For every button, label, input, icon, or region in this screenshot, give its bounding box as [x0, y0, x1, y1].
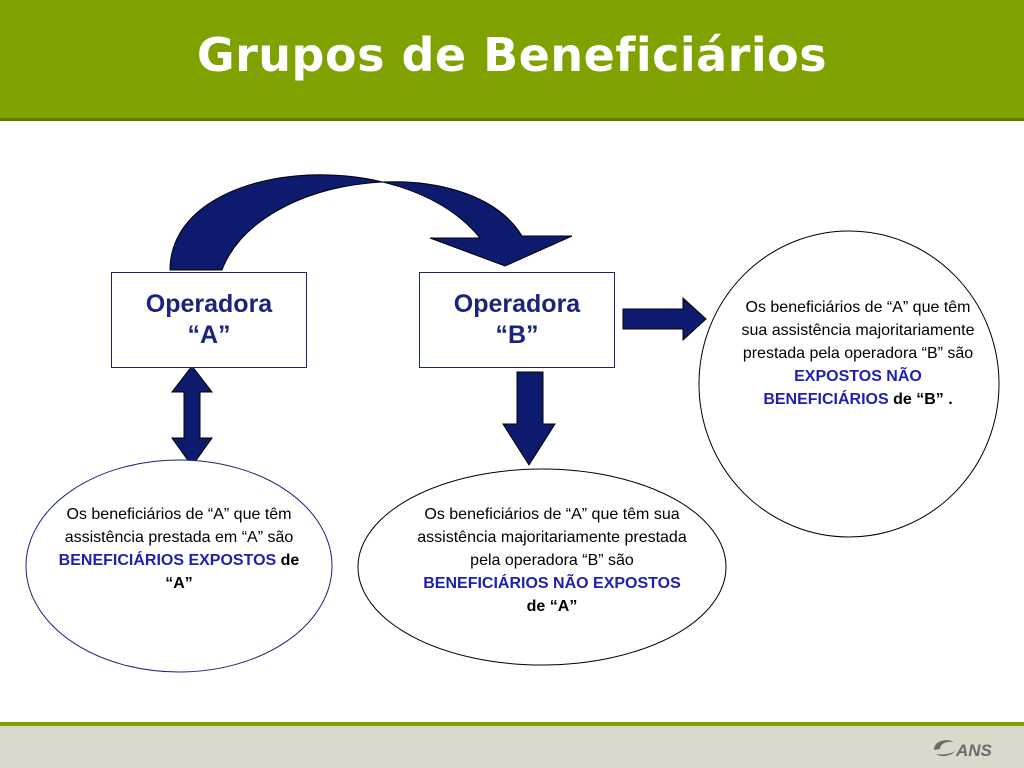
ellipse-not-exposed — [357, 468, 727, 666]
operadora-b-letter: “B” — [495, 321, 539, 349]
text-not-exposed-plain: Os beneficiários de “A” que têm sua assi… — [417, 506, 687, 569]
text-exposed-plain: Os beneficiários de “A” que têm assistên… — [64, 506, 294, 546]
footer-bar — [0, 726, 1024, 768]
operadora-a-label: Operadora — [145, 290, 273, 318]
ellipse-exposed — [25, 459, 333, 673]
text-not-exposed: Os beneficiários de “A” que têm sua assi… — [412, 503, 692, 618]
curved-arrow — [169, 174, 573, 271]
operadora-a-box: Operadora “A” — [111, 272, 307, 368]
text-enb-suffix: de “B” . — [888, 391, 953, 408]
operadora-b-box: Operadora “B” — [419, 272, 615, 368]
text-enb-highlight: EXPOSTOS NÃO BENEFICIÁRIOS — [763, 368, 922, 408]
text-enb-plain: Os beneficiários de “A” que têm sua assi… — [741, 299, 975, 362]
right-arrow — [622, 296, 707, 342]
footer-divider — [0, 722, 1024, 726]
down-arrow — [502, 371, 556, 466]
text-exposed-highlight: BENEFICIÁRIOS EXPOSTOS — [58, 552, 277, 569]
text-exposed-suffix: de “A” — [165, 552, 300, 592]
page-title: Grupos de Beneficiários — [196, 28, 828, 82]
text-not-exposed-suffix: de “A” — [526, 598, 578, 615]
text-exposed-not-beneficiary: Os beneficiários de “A” que têm sua assi… — [733, 296, 983, 411]
ans-logo: ANS — [934, 740, 993, 760]
ellipse-exposed-not-beneficiary — [698, 230, 1000, 538]
ans-logo-text: ANS — [955, 741, 993, 760]
text-exposed: Os beneficiários de “A” que têm assistên… — [55, 503, 303, 595]
operadora-a-letter: “A” — [187, 321, 231, 349]
operadora-b-label: Operadora — [453, 290, 581, 318]
text-not-exposed-highlight: BENEFICIÁRIOS NÃO EXPOSTOS — [423, 575, 681, 592]
header-bar: Grupos de Beneficiários — [0, 0, 1024, 121]
double-arrow — [170, 365, 214, 467]
